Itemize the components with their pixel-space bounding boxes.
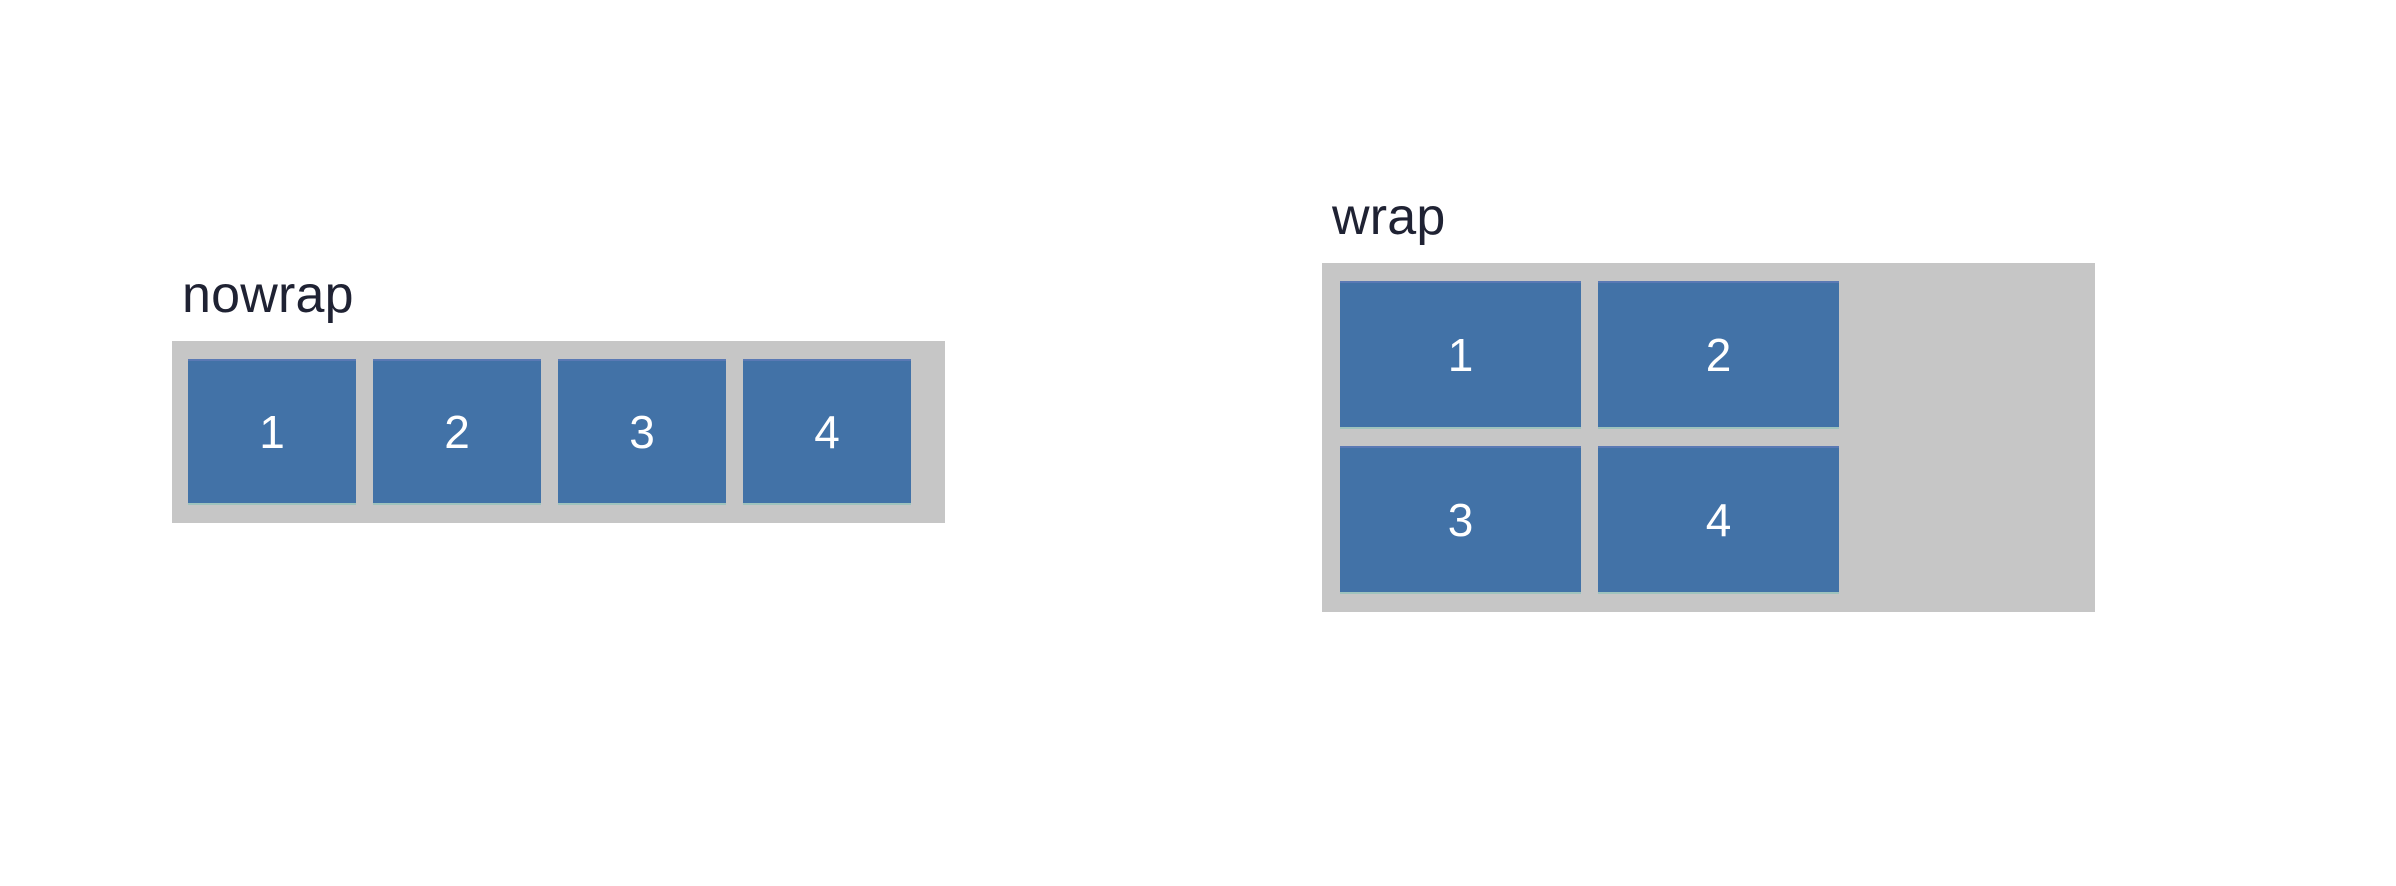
demo-label-nowrap: nowrap (182, 266, 354, 324)
flex-item: 2 (373, 358, 541, 505)
flex-item-label: 1 (259, 405, 285, 458)
flex-wrap-demo-nowrap: nowrap 1 2 3 4 (172, 268, 945, 523)
flex-item-label: 2 (1705, 328, 1732, 381)
flex-item: 1 (188, 358, 356, 505)
flex-item-label: 3 (1447, 493, 1474, 546)
flex-item: 4 (1598, 445, 1839, 594)
flex-container-nowrap: 1 2 3 4 (172, 340, 945, 523)
flex-item: 2 (1598, 280, 1839, 429)
flex-item-label: 4 (1705, 493, 1732, 546)
flex-item-label: 4 (814, 405, 840, 458)
flex-item-label: 1 (1447, 328, 1474, 381)
flex-container-wrap: 1 2 3 4 (1322, 262, 2095, 612)
flex-item: 3 (1340, 445, 1581, 594)
flex-item-label: 3 (629, 405, 655, 458)
flex-item: 1 (1340, 280, 1581, 429)
flex-wrap-demo-wrap: wrap 1 2 3 4 (1322, 190, 2095, 612)
flex-item: 4 (743, 358, 911, 505)
flex-item-label: 2 (444, 405, 470, 458)
demo-label-wrap: wrap (1332, 188, 1446, 246)
flex-item: 3 (558, 358, 726, 505)
